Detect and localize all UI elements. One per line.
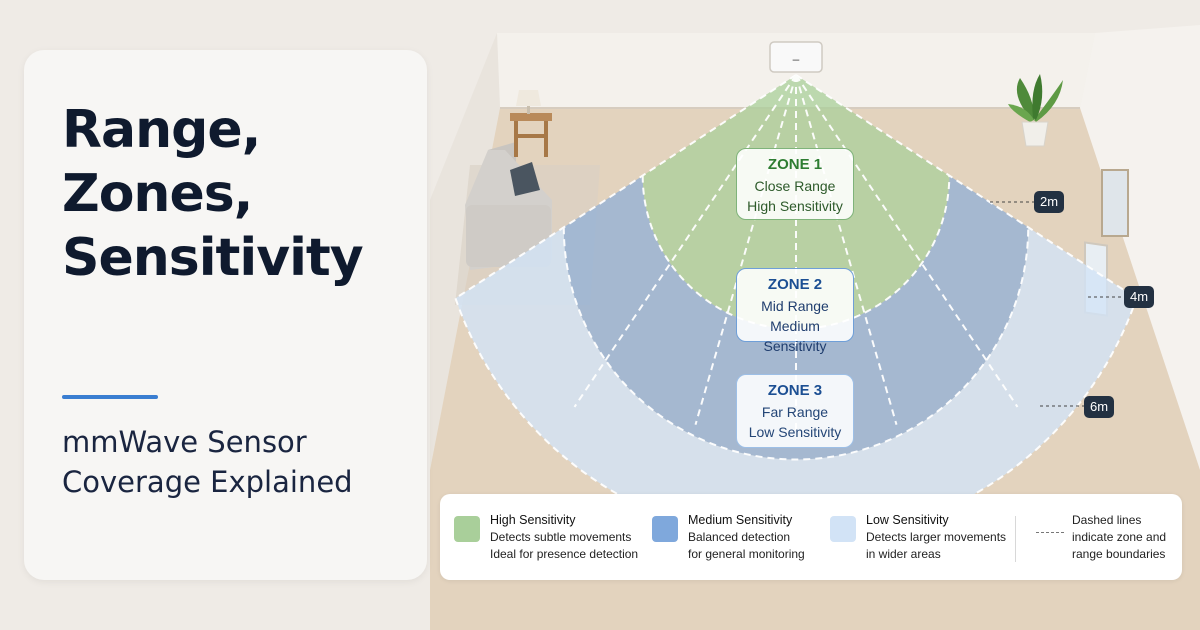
- zone-3-card: ZONE 3 Far Range Low Sensitivity: [736, 374, 854, 448]
- zone-2-card: ZONE 2 Mid Range Medium Sensitivity: [736, 268, 854, 354]
- zone-3-range: Far Range: [761, 404, 829, 420]
- right-wall: [1080, 25, 1200, 470]
- title-line-1: Range,: [62, 100, 261, 160]
- zone-2-title: ZONE 2: [767, 276, 823, 293]
- zone-2-area: [563, 175, 1029, 460]
- subtitle-line-2: Coverage Explained: [62, 465, 353, 499]
- zone-1-title: ZONE 1: [767, 156, 823, 173]
- legend-high-desc-2: Ideal for presence detection: [490, 547, 639, 561]
- legend-low-desc-1: Detects larger movements: [866, 530, 1007, 544]
- zone-1-range: Close Range: [754, 178, 836, 194]
- high-sensitivity-swatch: [454, 516, 480, 542]
- svg-text:–: –: [793, 52, 800, 66]
- zone-3-sensitivity: Low Sensitivity: [748, 424, 842, 440]
- legend-dashed-line-3: range boundaries: [1072, 547, 1166, 561]
- distance-label-4m: 4m: [1124, 286, 1155, 308]
- title-card: Range, Zones, Sensitivity mmWave Sensor …: [24, 50, 427, 580]
- sensor-device-icon: –: [769, 41, 823, 73]
- zone-1-sensitivity: High Sensitivity: [747, 198, 843, 214]
- distance-label-2m: 2m: [1034, 191, 1065, 213]
- legend-low-desc-2: in wider areas: [866, 547, 941, 561]
- page-title: Range, Zones, Sensitivity: [62, 98, 364, 290]
- legend-high-label: High Sensitivity: [490, 513, 576, 527]
- distance-label-6m: 6m: [1084, 396, 1115, 418]
- legend: High Sensitivity Detects subtle movement…: [440, 494, 1182, 580]
- zone-2-sensitivity: Medium Sensitivity: [763, 318, 827, 354]
- legend-dashed-line-2: indicate zone and: [1072, 530, 1167, 544]
- accent-divider: [62, 395, 158, 399]
- title-line-2: Zones,: [62, 164, 253, 224]
- side-table: [510, 90, 552, 157]
- zone-3-title: ZONE 3: [767, 382, 823, 399]
- legend-medium-desc-1: Balanced detection: [688, 530, 791, 544]
- zone-3-area: [455, 227, 1137, 542]
- legend-medium-label: Medium Sensitivity: [688, 513, 793, 527]
- potted-plant: [1008, 74, 1063, 147]
- subtitle: mmWave Sensor Coverage Explained: [62, 422, 353, 502]
- legend-divider: [1015, 516, 1016, 562]
- zone-2-range: Mid Range: [761, 298, 829, 314]
- wall-picture: [1101, 169, 1129, 237]
- dashed-line-icon: [1036, 532, 1064, 533]
- title-line-3: Sensitivity: [62, 228, 364, 288]
- legend-dashed-line-1: Dashed lines: [1072, 513, 1142, 527]
- subtitle-line-1: mmWave Sensor: [62, 425, 307, 459]
- legend-low-label: Low Sensitivity: [866, 513, 949, 527]
- medium-sensitivity-swatch: [652, 516, 678, 542]
- legend-high-desc-1: Detects subtle movements: [490, 530, 632, 544]
- legend-medium-desc-2: for general monitoring: [688, 547, 805, 561]
- zone-1-card: ZONE 1 Close Range High Sensitivity: [736, 148, 854, 220]
- low-sensitivity-swatch: [830, 516, 856, 542]
